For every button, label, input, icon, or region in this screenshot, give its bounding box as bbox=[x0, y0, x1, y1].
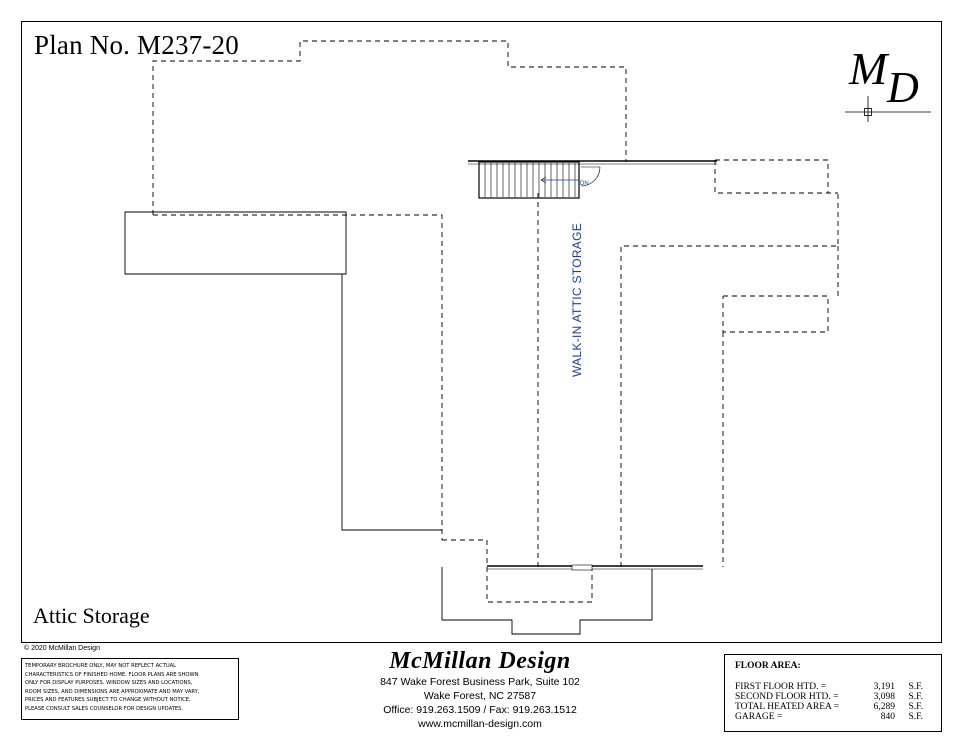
walk-in-attic-storage-label: WALK-IN ATTIC STORAGE bbox=[570, 222, 584, 378]
disclaimer-box: Temporary brochure only, may not reflect… bbox=[21, 658, 239, 720]
level-title: Attic Storage bbox=[33, 603, 150, 628]
floor-area-row: GARAGE = 840 S.F. bbox=[735, 712, 935, 722]
disclaimer-line: Temporary brochure only, may not reflect… bbox=[25, 663, 177, 669]
md-monogram-logo: M D bbox=[843, 40, 933, 122]
attic-access-icon bbox=[571, 564, 593, 571]
disclaimer-line: prices and features subject to change wi… bbox=[25, 697, 191, 704]
plan-number-title: Plan No. M237-20 bbox=[34, 30, 239, 60]
floor-area-row: TOTAL HEATED AREA = 6,289 S.F. bbox=[735, 702, 935, 712]
dashed-outline bbox=[152, 40, 839, 603]
floor-area-row: SECOND FLOOR HTD. = 3,098 S.F. bbox=[735, 692, 935, 702]
floor-area-row: FIRST FLOOR HTD. = 3,191 S.F. bbox=[735, 682, 935, 692]
floor-area-value: 840 bbox=[880, 712, 895, 722]
floor-area-unit: S.F. bbox=[908, 712, 923, 722]
floor-area-label: GARAGE = bbox=[735, 712, 783, 722]
copyright-notice: © 2020 McMillan Design bbox=[24, 645, 100, 652]
firm-city-line: Wake Forest, NC 27587 bbox=[423, 690, 537, 702]
disclaimer-line: room sizes, and dimensions are approxima… bbox=[25, 688, 200, 695]
floor-area-label: SECOND FLOOR HTD. = bbox=[735, 692, 839, 702]
crosshair-icon bbox=[845, 96, 931, 122]
firm-phone-line: Office: 919.263.1509 / Fax: 919.263.1512 bbox=[383, 704, 577, 716]
floor-area-value: 3,098 bbox=[873, 692, 895, 702]
solid-outline bbox=[124, 211, 653, 635]
firm-address-line: 847 Wake Forest Business Park, Suite 102 bbox=[380, 676, 580, 688]
firm-website-link[interactable]: www.mcmillan-design.com bbox=[418, 718, 542, 730]
door-icon bbox=[580, 166, 601, 187]
drawing-sheet-border bbox=[21, 21, 942, 643]
floor-area-unit: S.F. bbox=[908, 682, 923, 692]
disclaimer-line: only for display purposes. Window sizes … bbox=[25, 680, 193, 687]
floor-area-value: 3,191 bbox=[873, 682, 895, 692]
floor-area-unit: S.F. bbox=[908, 702, 923, 712]
floor-area-table: FLOOR AREA: FIRST FLOOR HTD. = 3,191 S.F… bbox=[724, 654, 942, 732]
floor-area-value: 6,289 bbox=[873, 702, 895, 712]
firm-name-logo: McMillan Design bbox=[389, 648, 571, 674]
floor-area-label: TOTAL HEATED AREA = bbox=[735, 702, 840, 712]
floor-area-label: FIRST FLOOR HTD. = bbox=[735, 682, 827, 692]
stair-icon bbox=[478, 161, 580, 199]
firm-info-block: McMillan Design 847 Wake Forest Business… bbox=[350, 648, 610, 731]
disclaimer-line: characteristics of finished home. Floor … bbox=[25, 671, 199, 678]
disclaimer-line: Please consult sales counselor for desig… bbox=[25, 705, 184, 712]
floor-area-unit: S.F. bbox=[908, 692, 923, 702]
stair-down-label: DN bbox=[580, 181, 589, 187]
floor-area-heading: FLOOR AREA: bbox=[735, 661, 801, 671]
